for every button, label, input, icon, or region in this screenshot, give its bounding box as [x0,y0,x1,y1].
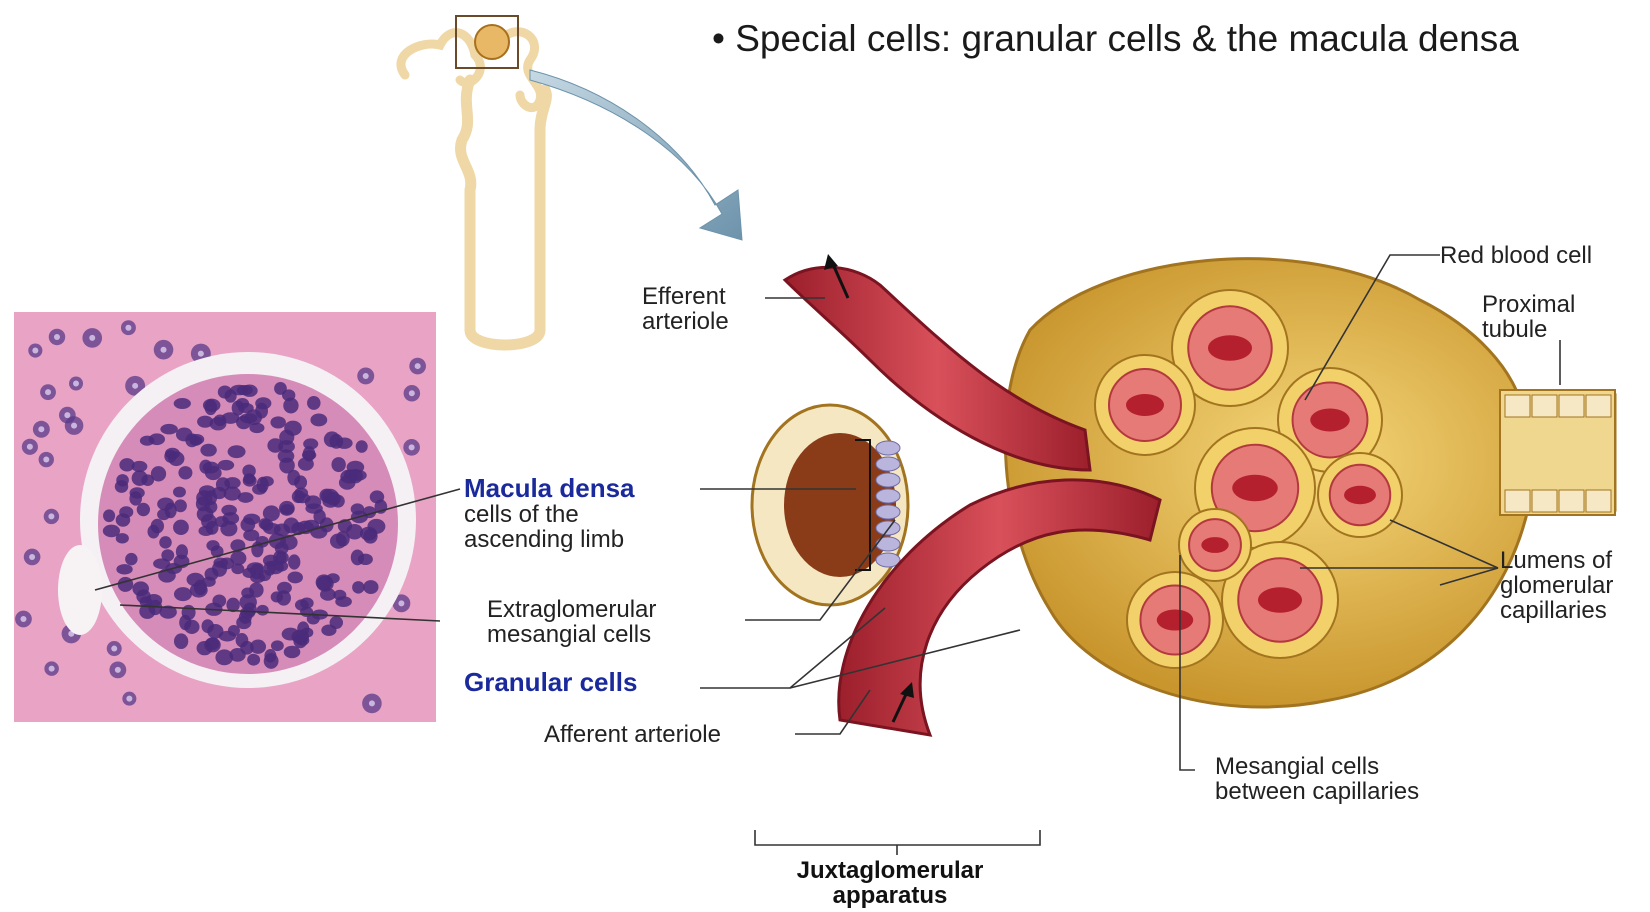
label-lumens-glomerular-capillaries: Lumens of glomerular capillaries [1500,548,1613,623]
label-macula-densa: Macula densa [464,476,635,501]
label-efferent-arteriole: Efferent arteriole [642,284,729,334]
zoom-arrow [530,70,742,240]
nephron-sketch [401,16,546,345]
label-extraglomerular-mesangial: Extraglomerular mesangial cells [487,597,656,647]
label-red-blood-cell: Red blood cell [1440,243,1592,268]
label-proximal-tubule: Proximal tubule [1482,292,1575,342]
bullet-text: • Special cells: granular cells & the ma… [712,18,1519,60]
label-afferent-arteriole: Afferent arteriole [544,722,721,747]
label-granular-cells: Granular cells [464,670,637,695]
label-macula-densa-sub: cells of the ascending limb [464,502,624,552]
label-juxtaglomerular-apparatus: Juxtaglomerular apparatus [730,858,1050,908]
histology-micrograph [14,312,436,722]
label-mesangial-cells: Mesangial cells between capillaries [1215,754,1419,804]
